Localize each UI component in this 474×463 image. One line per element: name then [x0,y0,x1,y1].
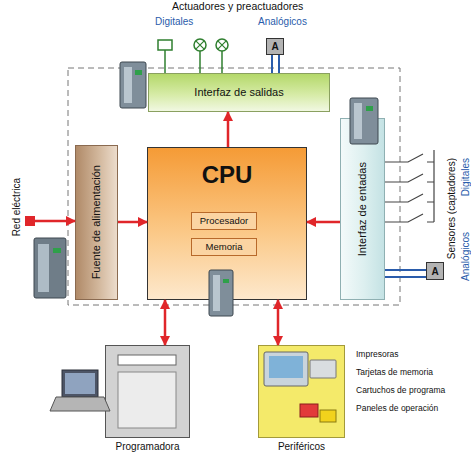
output-module-picture [120,62,146,108]
peripherals-box: Periféricos [258,345,345,438]
laptop-screen [62,370,98,397]
module-body [120,62,146,108]
signal-wire [385,269,426,271]
actuator-wire [221,51,223,73]
analog-sensor-box: A [426,262,444,280]
switch-contacts [385,154,423,222]
box-label: Procesador [200,216,249,226]
lamp-symbol [194,39,206,51]
data-flow-arrow [164,300,167,345]
peripheral-item: Tarjetas de memoria [356,368,433,377]
lamp-symbol [216,39,228,51]
programmer-box: Programadora [105,345,190,438]
data-flow-arrow [277,300,280,345]
output-interface-box: Interfaz de salidas [148,73,330,112]
mains-label: Red eléctrica [11,178,22,236]
module-body [34,238,66,298]
analog-wire [385,276,426,278]
actuator-wire [164,50,166,73]
actuator-wire [199,51,201,73]
signal-type-label: Digitales [460,158,471,196]
cpu-box: CPU ProcesadorMemoria [147,147,307,300]
power-supply-box: Fuente de alimentación [75,145,118,300]
digital-sensor-switches [385,150,434,222]
box-label: Interfaz de entadas [356,162,368,256]
peripheral-item: Paneles de operación [356,404,438,413]
box-caption: Periféricos [278,441,325,452]
box-caption: Programadora [116,441,180,452]
signal-type-label: Analógicos [258,16,307,27]
box-label: A [271,41,278,52]
analog-actuator-box: A [266,38,284,55]
box-label: CPU [202,162,253,188]
input-interface-box: Interfaz de entadas [340,118,385,300]
box-label: Fuente de alimentación [90,165,102,279]
lamp-cross [196,41,204,49]
box-label: Memoria [206,242,243,252]
mains-arrow [35,220,75,223]
processor-box: Procesador [191,212,257,230]
module-led [135,70,142,75]
memory-box: Memoria [191,238,257,256]
signal-type-label: Analógicos [460,232,471,281]
relay-symbol [158,40,172,50]
module-led [53,248,61,253]
signal-type-label: Digitales [155,16,193,27]
analog-wire [278,55,280,73]
data-flow-arrow [227,112,230,147]
lamp-cross [218,41,226,49]
box-label: A [431,266,438,277]
laptop-base [50,397,110,411]
group-heading: Actuadores y preactuadores [172,1,303,13]
laptop-display [65,373,95,394]
box-label: Interfaz de salidas [194,86,283,98]
connector-layer [118,55,426,345]
mains-terminal [25,216,35,226]
switch-common [427,150,434,222]
module-face [38,244,49,292]
module-led [366,106,373,111]
data-flow-arrow [118,221,147,224]
power-module-picture [34,238,66,298]
laptop-picture [50,370,110,411]
peripheral-item: Cartuchos de programa [356,386,445,395]
group-heading: Sensores (captadores) [446,158,457,259]
peripheral-item: Impresoras [356,350,399,359]
data-flow-arrow [307,221,340,224]
module-face [124,67,132,103]
signal-wire [271,55,273,73]
plc-enclosure [68,68,400,305]
